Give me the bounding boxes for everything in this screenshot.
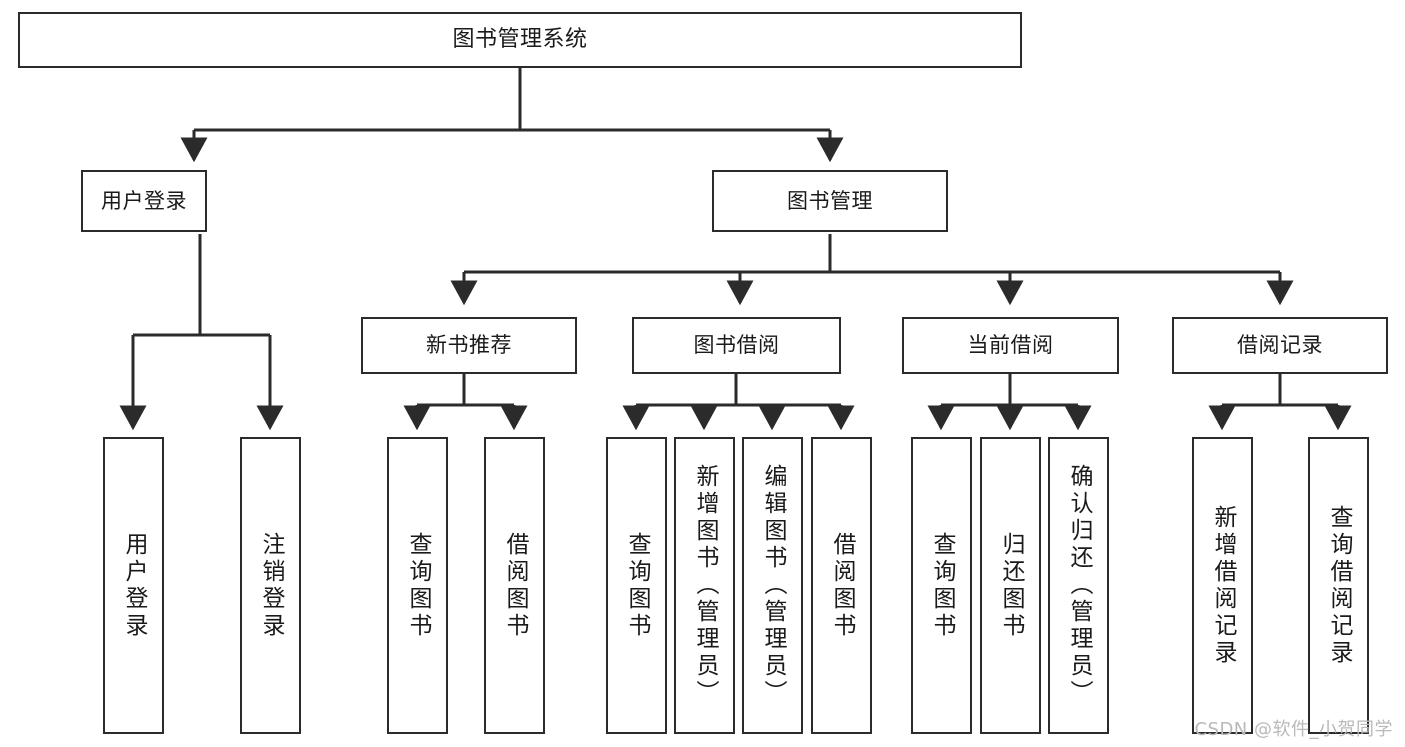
node-new-book-recommend[interactable]: 新书推荐 xyxy=(361,317,577,374)
node-label: 新增图书（管理员） xyxy=(692,464,718,707)
node-label: 查询图书 xyxy=(405,531,431,640)
leaf-new-book-borrow-book[interactable]: 借阅图书 xyxy=(484,437,545,734)
leaf-book-borrow-add-book-admin[interactable]: 新增图书（管理员） xyxy=(674,437,735,734)
node-label: 注销登录 xyxy=(258,531,284,640)
node-label: 借阅图书 xyxy=(502,531,528,640)
node-label: 图书管理 xyxy=(787,188,873,213)
node-label: 图书管理系统 xyxy=(452,27,588,53)
node-label: 新书推荐 xyxy=(426,333,512,358)
node-book-management[interactable]: 图书管理 xyxy=(712,170,948,232)
leaf-new-book-query-book[interactable]: 查询图书 xyxy=(387,437,448,734)
leaf-book-borrow-edit-book-admin[interactable]: 编辑图书（管理员） xyxy=(742,437,803,734)
node-label: 图书借阅 xyxy=(693,333,780,358)
node-label: 编辑图书（管理员） xyxy=(760,464,786,707)
node-label: 借阅图书 xyxy=(829,531,855,640)
leaf-user-login-login[interactable]: 用户登录 xyxy=(103,437,164,734)
node-label: 查询借阅记录 xyxy=(1326,504,1352,667)
node-borrow-record[interactable]: 借阅记录 xyxy=(1172,317,1388,374)
leaf-borrow-record-query-record[interactable]: 查询借阅记录 xyxy=(1308,437,1369,734)
leaf-current-borrow-return-book[interactable]: 归还图书 xyxy=(980,437,1041,734)
leaf-current-borrow-confirm-return-admin[interactable]: 确认归还（管理员） xyxy=(1048,437,1109,734)
leaf-user-login-logout[interactable]: 注销登录 xyxy=(240,437,301,734)
node-label: 新增借阅记录 xyxy=(1210,504,1236,667)
node-book-borrow[interactable]: 图书借阅 xyxy=(632,317,841,374)
leaf-book-borrow-query-book[interactable]: 查询图书 xyxy=(606,437,667,734)
leaf-current-borrow-query-book[interactable]: 查询图书 xyxy=(911,437,972,734)
node-label: 查询图书 xyxy=(929,531,955,640)
node-label: 用户登录 xyxy=(121,531,147,640)
node-label: 确认归还（管理员） xyxy=(1066,464,1092,707)
node-label: 查询图书 xyxy=(624,531,650,640)
node-label: 归还图书 xyxy=(998,531,1024,640)
node-label: 当前借阅 xyxy=(967,333,1054,358)
node-label: 用户登录 xyxy=(101,188,187,213)
node-label: 借阅记录 xyxy=(1237,333,1323,358)
csdn-watermark: CSDN @软件_小贺同学 xyxy=(1194,719,1393,740)
node-root-book-management-system[interactable]: 图书管理系统 xyxy=(18,12,1022,68)
leaf-book-borrow-borrow-book[interactable]: 借阅图书 xyxy=(811,437,872,734)
node-current-borrow[interactable]: 当前借阅 xyxy=(902,317,1119,374)
leaf-borrow-record-add-record[interactable]: 新增借阅记录 xyxy=(1192,437,1253,734)
node-user-login[interactable]: 用户登录 xyxy=(81,170,207,232)
